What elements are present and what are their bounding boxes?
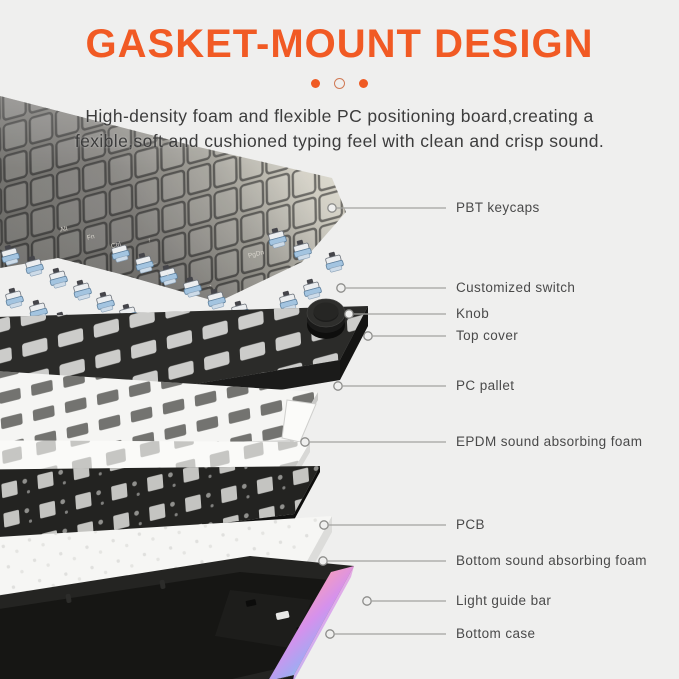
light-guide-bar bbox=[269, 566, 354, 679]
callout-label-pbt-keycaps: PBT keycaps bbox=[456, 200, 540, 215]
callout-label-bottom-foam: Bottom sound absorbing foam bbox=[456, 553, 647, 568]
bottom-case-layer bbox=[0, 556, 354, 679]
description-line-1: High-density foam and flexible PC positi… bbox=[85, 106, 594, 126]
page-title: GASKET-MOUNT DESIGN bbox=[85, 22, 594, 66]
callout-label-light-guide-bar: Light guide bar bbox=[456, 593, 552, 608]
carousel-dot-1 bbox=[311, 79, 320, 88]
keycaps-layer bbox=[0, 96, 346, 302]
callout-label-customized-switch: Customized switch bbox=[456, 280, 576, 295]
knob bbox=[306, 298, 346, 339]
carousel-dots bbox=[0, 78, 679, 89]
usb-connector bbox=[275, 610, 290, 620]
callout-label-bottom-case: Bottom case bbox=[456, 626, 536, 641]
callout-label-pc-pallet: PC pallet bbox=[456, 378, 515, 393]
callout-label-top-cover: Top cover bbox=[456, 328, 519, 343]
callout-label-knob: Knob bbox=[456, 306, 490, 321]
callout-lines bbox=[310, 207, 446, 635]
carousel-dot-2 bbox=[334, 78, 345, 89]
description-line-2: fexible,soft and cushioned typing feel w… bbox=[74, 131, 605, 151]
carousel-dot-3 bbox=[359, 79, 368, 88]
callout-label-epdm-foam: EPDM sound absorbing foam bbox=[456, 434, 643, 449]
callout-dots bbox=[300, 203, 373, 639]
callout-label-pcb: PCB bbox=[456, 517, 485, 532]
